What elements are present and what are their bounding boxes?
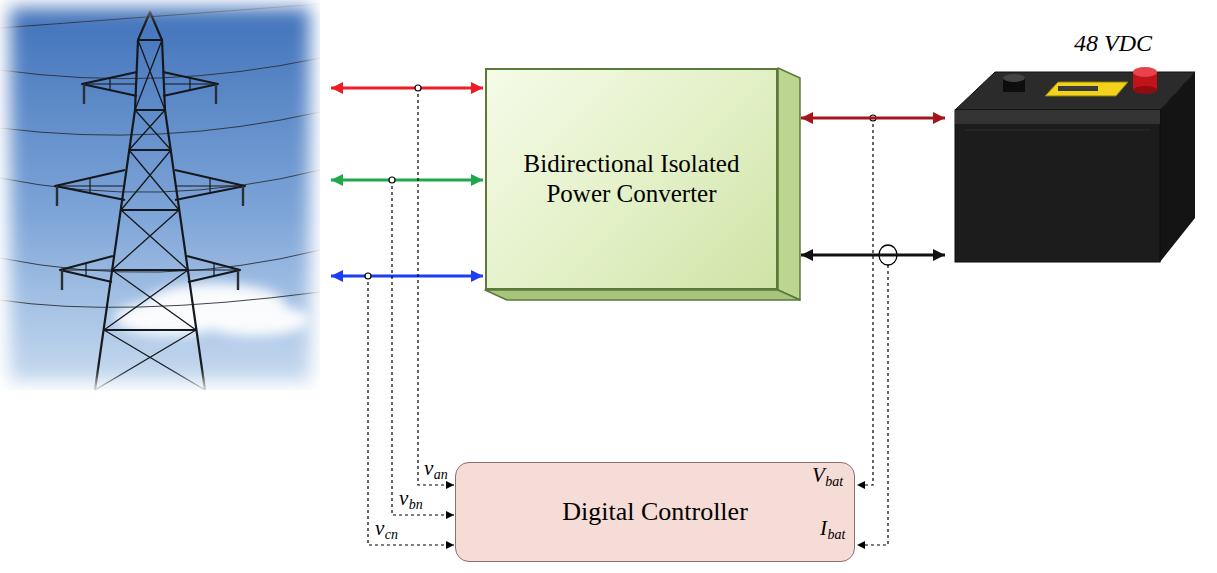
- insulators: [57, 84, 243, 290]
- converter-extrusion: [485, 68, 800, 300]
- battery-picture: [955, 67, 1195, 262]
- power-lines: [0, 4, 320, 307]
- van-sense-wire: [418, 88, 454, 485]
- sky: [0, 0, 320, 390]
- negative-terminal: [1003, 74, 1025, 92]
- phase-a-arrow: [331, 87, 483, 90]
- battery-positive-link: [801, 117, 945, 120]
- node-text: Bidirectional Isolated Power Converter: [505, 149, 758, 209]
- node-text: Digital Controller: [562, 496, 748, 527]
- grid-phase-arrows: [331, 88, 483, 276]
- battery-negative-link: [801, 254, 945, 257]
- signal-name: I: [820, 518, 827, 539]
- positive-terminal: [1133, 67, 1157, 94]
- signal-name: v: [399, 488, 408, 509]
- converter-box: Bidirectional Isolated Power Converter: [485, 68, 778, 290]
- transmission-tower-photo: [0, 0, 320, 390]
- ibat-sense-wire: [857, 265, 888, 545]
- vcn-sense-wire: [368, 276, 454, 545]
- signal-subscript: bn: [409, 498, 423, 512]
- signal-name: v: [424, 458, 433, 479]
- signal-subscript: cn: [385, 528, 398, 542]
- signal-subscript: bat: [825, 475, 843, 489]
- phase-b-arrow: [331, 179, 483, 182]
- cloud: [115, 283, 310, 336]
- signal-subscript: bat: [828, 528, 846, 542]
- battery-node: 48 VDC: [945, 30, 1200, 270]
- phase-c-arrow: [331, 275, 483, 278]
- signal-name: v: [375, 518, 384, 539]
- controller-box: Digital Controller: [455, 462, 855, 562]
- node-text: 48 VDC: [1074, 30, 1152, 56]
- signal-subscript: an: [434, 468, 448, 482]
- tower-lattice: [55, 12, 245, 390]
- vbat-sense-wire: [857, 118, 873, 485]
- vbn-sense-wire: [392, 180, 454, 515]
- signal-name: V: [812, 465, 825, 486]
